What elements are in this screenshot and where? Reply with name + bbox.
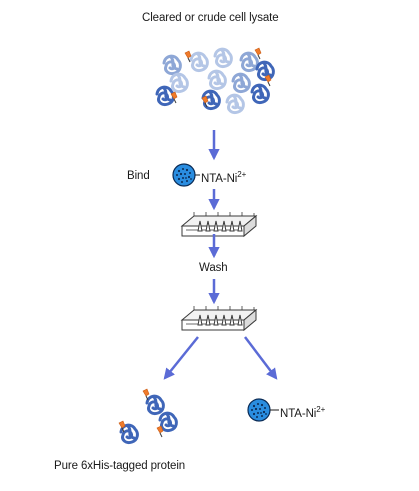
pure-protein-cluster	[118, 388, 178, 445]
flow-arrow-right	[244, 336, 278, 380]
bind-label: Bind	[127, 170, 150, 182]
resin-charge: 2+	[316, 405, 326, 414]
resin-name: NTA-Ni	[280, 408, 317, 420]
protein-coil	[158, 411, 178, 433]
resin-bead	[247, 398, 271, 422]
protein-coil	[169, 72, 189, 94]
protein-coil	[231, 72, 251, 94]
resin-label-top: NTA-Ni2+	[201, 170, 246, 185]
protein-coil	[155, 85, 175, 107]
lysate-title: Cleared or crude cell lysate	[142, 12, 279, 24]
protein-coil	[119, 423, 139, 445]
protein-coil	[145, 394, 165, 416]
protein-coil	[207, 69, 227, 91]
protein-coil	[239, 51, 259, 73]
protein-coil	[213, 47, 233, 69]
protein-coil	[189, 51, 209, 73]
protein-coil	[225, 93, 245, 115]
resin-bead	[172, 163, 196, 187]
protein-coil	[250, 83, 270, 105]
column-plate	[181, 211, 257, 237]
resin-name: NTA-Ni	[201, 173, 238, 185]
column-plate	[181, 305, 257, 331]
wash-label: Wash	[199, 262, 228, 274]
product-label: Pure 6xHis-tagged protein	[54, 460, 186, 472]
resin-charge: 2+	[237, 170, 247, 179]
protein-coil	[162, 54, 182, 76]
resin-label-bottom: NTA-Ni2+	[280, 405, 325, 420]
flow-arrow-left	[163, 336, 199, 380]
lysate-cluster	[155, 47, 275, 115]
